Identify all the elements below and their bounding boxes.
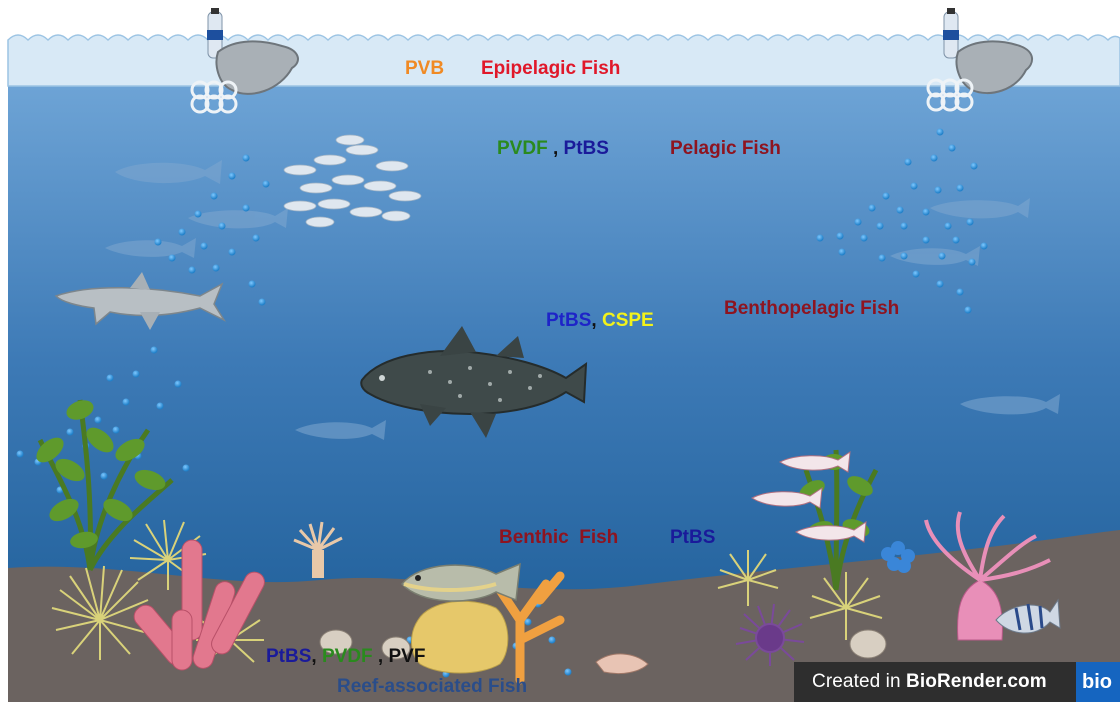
plastic-bottle-icon bbox=[943, 8, 959, 58]
polymer-ptbs: PtBS bbox=[564, 138, 609, 159]
logo-text: bio bbox=[1082, 671, 1112, 694]
biorender-credit-badge[interactable]: Created in BioRender.com bio bbox=[794, 662, 1120, 702]
zone-name-pelagic: Pelagic Fish bbox=[670, 138, 781, 159]
polymer-cspe: CSPE bbox=[602, 310, 654, 331]
label-benthic-fish: Benthic Fish bbox=[499, 528, 618, 547]
label-reef-fish: Reef-associated Fish bbox=[337, 677, 527, 696]
credit-prefix: Created in bbox=[812, 671, 906, 692]
zone-name-benthopelagic: Benthopelagic Fish bbox=[724, 298, 899, 319]
polymer-ptbs: PtBS bbox=[546, 310, 591, 331]
polymer-ptbs: PtBS bbox=[266, 646, 311, 667]
label-epipelagic-fish: Epipelagic Fish bbox=[481, 59, 620, 78]
label-pelagic-polymers: PVDF , PtBS bbox=[497, 139, 609, 158]
separator: , bbox=[373, 646, 389, 667]
polymer-pvf: PVF bbox=[389, 646, 426, 667]
zone-name-epipelagic: Epipelagic Fish bbox=[481, 58, 620, 79]
biorender-logo: bio bbox=[1076, 662, 1120, 702]
credit-text: Created in BioRender.com bbox=[812, 671, 1047, 693]
polymer-pvb: PVB bbox=[405, 58, 444, 79]
polymer-pvdf: PVDF bbox=[322, 646, 373, 667]
zone-name-benthic: Benthic Fish bbox=[499, 527, 618, 548]
credit-brand: BioRender.com bbox=[906, 671, 1047, 692]
separator: , bbox=[591, 310, 602, 331]
polymer-pvdf: PVDF bbox=[497, 138, 548, 159]
label-benthopelagic-polymers: PtBS, CSPE bbox=[546, 311, 654, 330]
label-epipelagic: PVB bbox=[405, 59, 444, 78]
label-pelagic-fish: Pelagic Fish bbox=[670, 139, 781, 158]
separator: , bbox=[311, 646, 322, 667]
separator: , bbox=[548, 138, 564, 159]
label-benthic-polymers: PtBS bbox=[670, 528, 715, 547]
label-benthopelagic-fish: Benthopelagic Fish bbox=[724, 299, 899, 318]
polymer-ptbs: PtBS bbox=[670, 527, 715, 548]
label-reef-polymers: PtBS, PVDF , PVF bbox=[266, 647, 425, 666]
zone-name-reef: Reef-associated Fish bbox=[337, 676, 527, 697]
